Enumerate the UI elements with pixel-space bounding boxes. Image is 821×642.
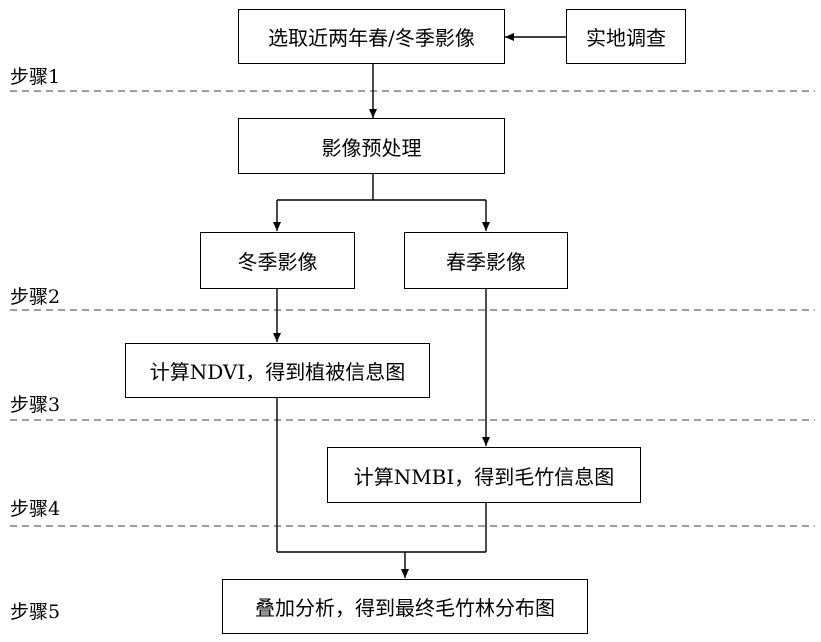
ndvi-label: 计算NDVI，得到植被信息图 bbox=[150, 356, 406, 385]
ndvi-box: 计算NDVI，得到植被信息图 bbox=[125, 343, 430, 398]
overlay-box: 叠加分析，得到最终毛竹林分布图 bbox=[222, 579, 588, 634]
preprocess-box: 影像预处理 bbox=[238, 118, 505, 174]
step-label-4: 步骤4 bbox=[10, 494, 60, 521]
step-label-2: 步骤2 bbox=[10, 282, 60, 309]
field-survey-label: 实地调查 bbox=[586, 22, 666, 51]
spring-image-box: 春季影像 bbox=[404, 232, 568, 289]
spring-image-label: 春季影像 bbox=[446, 246, 526, 275]
step-label-1: 步骤1 bbox=[10, 62, 60, 89]
winter-image-box: 冬季影像 bbox=[200, 232, 355, 289]
step-label-3: 步骤3 bbox=[10, 390, 60, 417]
select-images-box: 选取近两年春/冬季影像 bbox=[238, 9, 505, 64]
overlay-label: 叠加分析，得到最终毛竹林分布图 bbox=[255, 592, 555, 621]
winter-image-label: 冬季影像 bbox=[238, 246, 318, 275]
step-label-5: 步骤5 bbox=[10, 597, 60, 624]
select-images-label: 选取近两年春/冬季影像 bbox=[268, 22, 475, 51]
nmbi-label: 计算NMBI，得到毛竹信息图 bbox=[354, 461, 615, 490]
field-survey-box: 实地调查 bbox=[566, 9, 686, 64]
preprocess-label: 影像预处理 bbox=[322, 132, 422, 161]
nmbi-box: 计算NMBI，得到毛竹信息图 bbox=[327, 447, 641, 503]
